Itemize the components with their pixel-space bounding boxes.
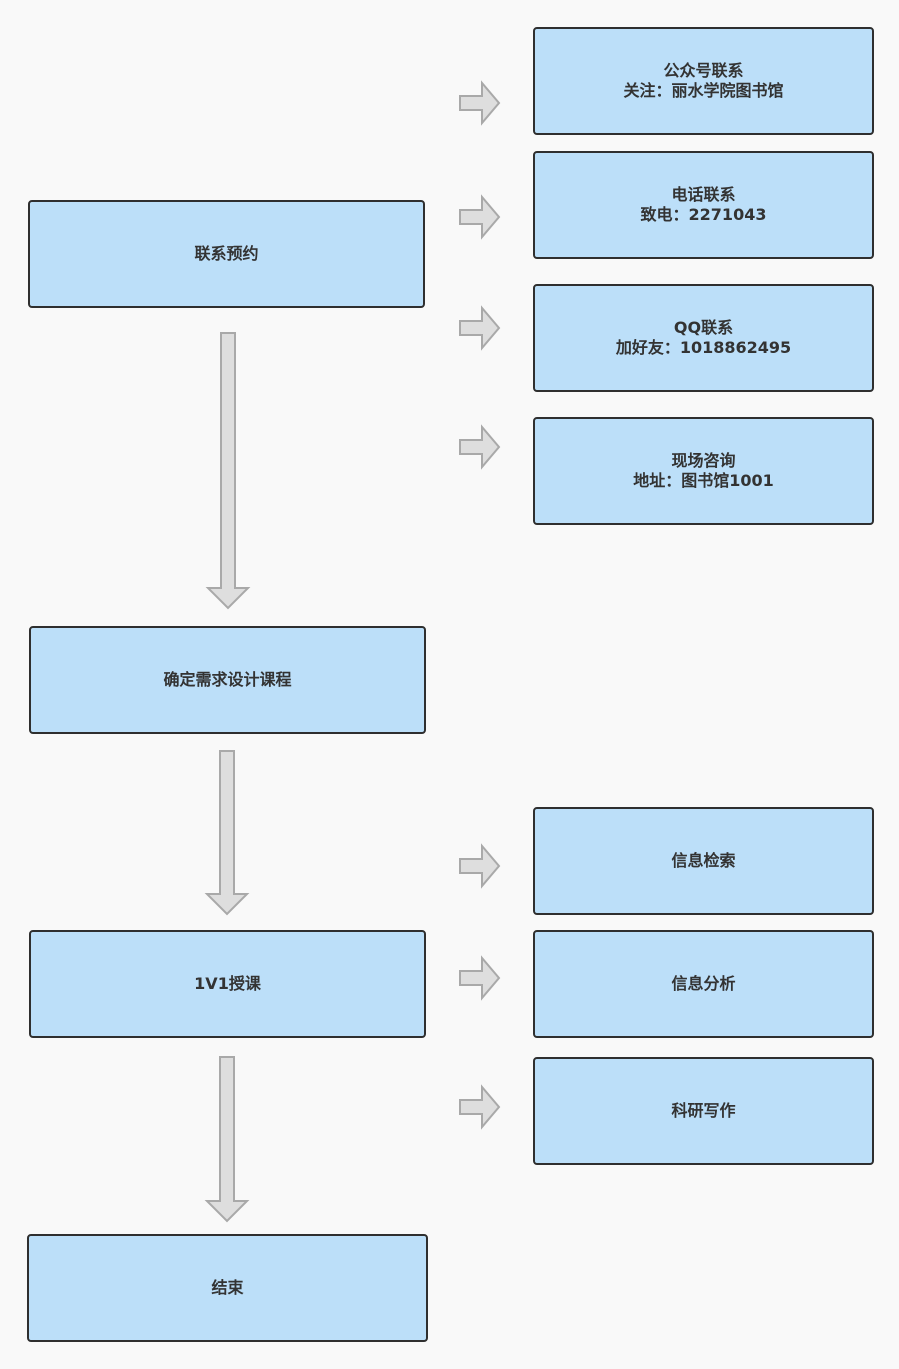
down-arrow-confirm-to-teach — [204, 750, 250, 916]
course-topic-label: 信息分析 — [671, 974, 736, 993]
course-topic-analysis: 信息分析 — [533, 930, 874, 1038]
step-end-label: 结束 — [211, 1278, 244, 1297]
contact-option-title: 电话联系 — [671, 185, 736, 204]
contact-option-detail: 致电：2271043 — [640, 205, 767, 224]
contact-option-title: 公众号联系 — [663, 61, 744, 80]
course-topic-writing: 科研写作 — [533, 1057, 874, 1165]
right-arrow-writing — [459, 1084, 501, 1130]
step-confirm: 确定需求设计课程 — [29, 626, 426, 734]
right-arrow-qq — [459, 305, 501, 351]
right-arrow-wechat — [459, 80, 501, 126]
contact-option-phone: 电话联系 致电：2271043 — [533, 151, 874, 259]
step-contact: 联系预约 — [28, 200, 425, 308]
right-arrow-phone — [459, 194, 501, 240]
contact-option-title: QQ联系 — [673, 318, 734, 337]
step-teach-label: 1V1授课 — [194, 974, 261, 993]
down-arrow-teach-to-end — [204, 1056, 250, 1223]
course-topic-label: 科研写作 — [671, 1101, 736, 1120]
step-contact-label: 联系预约 — [194, 244, 259, 263]
contact-option-onsite: 现场咨询 地址：图书馆1001 — [533, 417, 874, 525]
contact-option-detail: 地址：图书馆1001 — [633, 471, 774, 490]
contact-option-detail: 加好友：1018862495 — [615, 338, 792, 357]
contact-option-wechat: 公众号联系 关注：丽水学院图书馆 — [533, 27, 874, 135]
right-arrow-analysis — [459, 955, 501, 1001]
step-teach: 1V1授课 — [29, 930, 426, 1038]
contact-option-title: 现场咨询 — [671, 451, 736, 470]
right-arrow-retrieval — [459, 843, 501, 889]
right-arrow-onsite — [459, 424, 501, 470]
step-confirm-label: 确定需求设计课程 — [163, 670, 292, 689]
step-end: 结束 — [27, 1234, 428, 1342]
contact-option-qq: QQ联系 加好友：1018862495 — [533, 284, 874, 392]
course-topic-retrieval: 信息检索 — [533, 807, 874, 915]
contact-option-detail: 关注：丽水学院图书馆 — [623, 81, 784, 100]
course-topic-label: 信息检索 — [671, 851, 736, 870]
down-arrow-contact-to-confirm — [205, 332, 251, 610]
